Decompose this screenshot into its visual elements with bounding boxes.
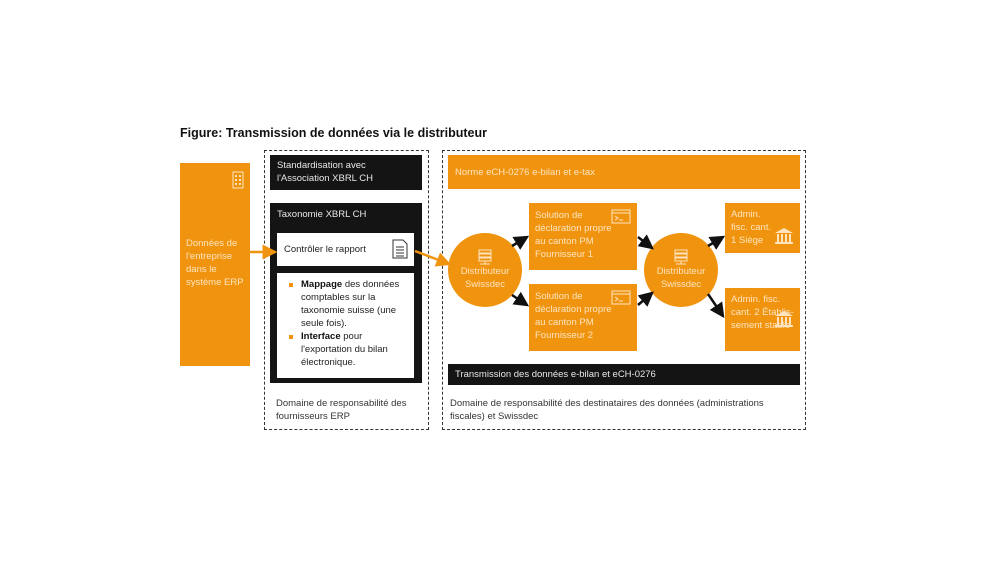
server-icon xyxy=(674,249,688,265)
bullet-bold: Mappage xyxy=(301,279,343,290)
solution-1: Solution de déclaration propre au canton… xyxy=(529,203,637,270)
server-icon xyxy=(478,249,492,265)
terminal-icon xyxy=(611,290,631,305)
admin-1: Admin. fisc. cant. 1 Siège xyxy=(725,203,800,253)
erp-label: Données de l'entreprise dans le système … xyxy=(186,238,244,288)
erp-vendor-domain xyxy=(264,150,429,430)
controler-label: Contrôler le rapport xyxy=(284,244,366,255)
arrow-d1-to-solution1 xyxy=(511,235,530,250)
distributor-1: Distributeur Swissdec xyxy=(448,233,522,307)
bullet-interface: Interface pour l'exportation du bilan él… xyxy=(289,330,408,369)
norme-box: Norme eCH-0276 e-bilan et e-tax xyxy=(448,155,800,189)
transmission-box: Transmission des données e-bilan et eCH-… xyxy=(448,364,800,385)
arrow-d2-to-admin2 xyxy=(706,293,725,319)
taxonomie-label: Taxonomie XBRL CH xyxy=(277,209,367,220)
solution-2: Solution de déclaration propre au canton… xyxy=(529,284,637,351)
distributor-2: Distributeur Swissdec xyxy=(644,233,718,307)
institution-icon xyxy=(775,311,793,327)
solution-1-label: Solution de déclaration propre au canton… xyxy=(535,210,612,260)
document-icon xyxy=(392,239,408,259)
arrow-solution1-to-d2 xyxy=(637,234,654,250)
arrow-controler-to-distributor xyxy=(414,249,452,267)
figure-title: Figure: Transmission de données via le d… xyxy=(180,126,488,140)
distributor-1-label: Distributeur Swissdec xyxy=(460,266,510,290)
institution-icon xyxy=(775,228,793,244)
bullet-text: des données comptables sur la taxonomie … xyxy=(301,279,400,329)
erp-box: Données de l'entreprise dans le système … xyxy=(180,163,250,366)
building-icon xyxy=(232,171,244,189)
terminal-icon xyxy=(611,209,631,224)
admin-2: Admin. fisc. cant. 2 Établis-sement stab… xyxy=(725,288,800,351)
bullet-text: pour l'exportation du bilan électronique… xyxy=(301,331,388,368)
bullet-mappage: Mappage des données comptables sur la ta… xyxy=(289,278,408,330)
standardisation-box: Standardisation avec l'Association XBRL … xyxy=(270,155,422,190)
solution-2-label: Solution de déclaration propre au canton… xyxy=(535,291,612,341)
admin-1-label: Admin. fisc. cant. 1 Siège xyxy=(731,209,772,246)
controler-box: Contrôler le rapport xyxy=(277,233,414,266)
bullet-bold: Interface xyxy=(301,331,341,342)
recipient-domain-footer: Domaine de responsabilité des destinatai… xyxy=(450,398,764,422)
arrow-d2-to-admin1 xyxy=(707,235,726,250)
arrow-solution2-to-d2 xyxy=(637,291,654,307)
bullets-box: Mappage des données comptables sur la ta… xyxy=(277,273,414,378)
erp-domain-footer: Domaine de responsabilité des fournisseu… xyxy=(276,398,407,422)
distributor-2-label: Distributeur Swissdec xyxy=(656,266,706,290)
arrow-d1-to-solution2 xyxy=(511,291,530,307)
admin-2-label: Admin. fisc. cant. 2 Établis-sement stab… xyxy=(731,294,794,331)
recipient-domain xyxy=(442,150,806,430)
